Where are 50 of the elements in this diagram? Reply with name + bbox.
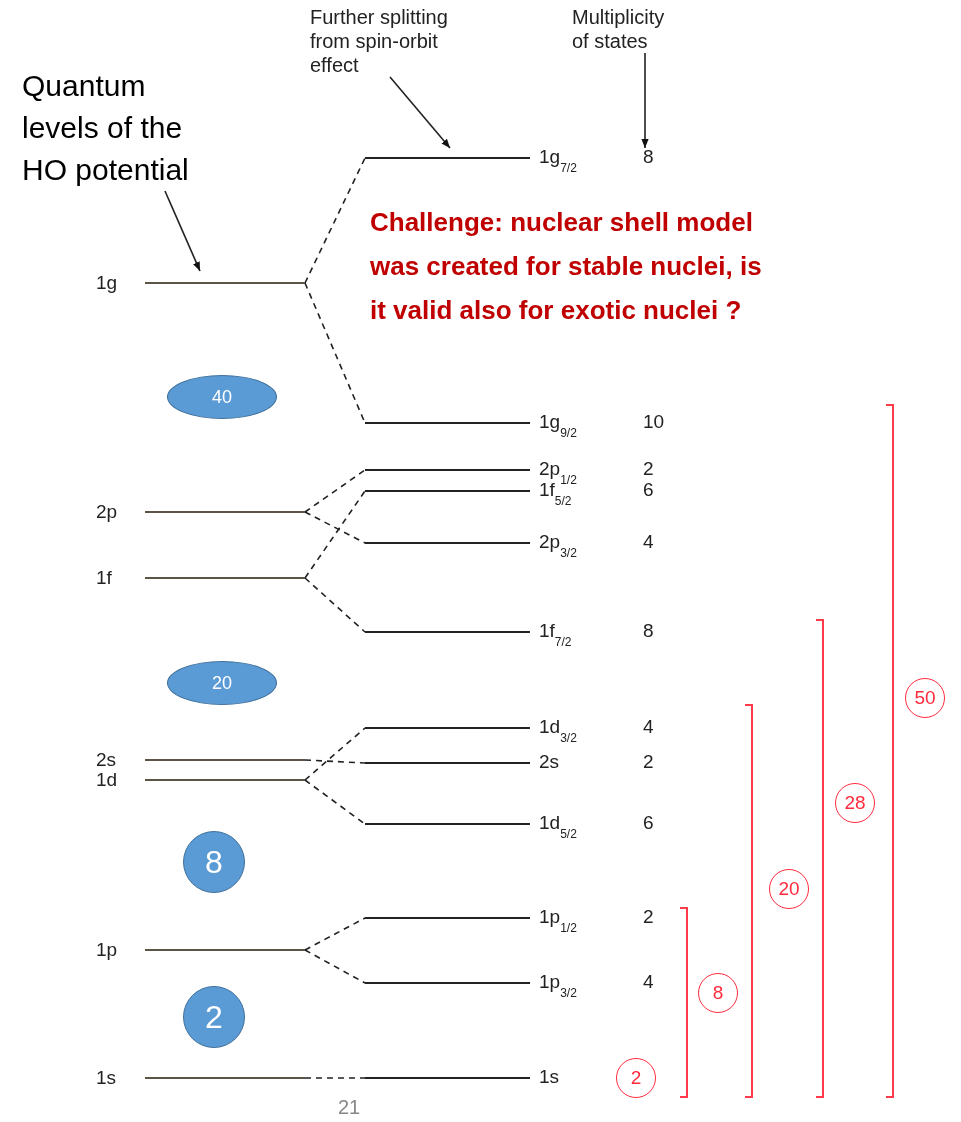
level-label: 1f — [96, 566, 112, 590]
level-label: 1s — [96, 1066, 117, 1090]
dashed-connector — [304, 727, 366, 781]
level-label: 1d$_{5/2}$ — [539, 812, 577, 837]
level-label: 1d$_{3/2}$ — [539, 716, 577, 741]
arrow — [641, 52, 649, 149]
arrow — [389, 76, 451, 149]
level-label: 1s — [539, 1066, 560, 1088]
level-label: 2s — [539, 751, 560, 773]
annotation-text: Further splitting from spin-orbit effect — [310, 5, 480, 77]
multiplicity-value: 2 — [643, 906, 654, 928]
dashed-connector — [304, 1077, 366, 1079]
dashed-connector — [304, 511, 366, 544]
multiplicity-value: 2 — [643, 751, 654, 773]
multiplicity-value: 8 — [643, 146, 654, 168]
level-label: 1p — [96, 938, 118, 962]
level-label: 1g$_{9/2}$ — [539, 411, 577, 436]
level-label: 1g$_{7/2}$ — [539, 146, 577, 171]
multiplicity-value: 6 — [643, 479, 654, 501]
number-ellipse: 40 — [167, 375, 277, 419]
dashed-connector — [304, 759, 366, 764]
dashed-connector — [304, 949, 366, 984]
arrow — [164, 190, 201, 272]
multiplicity-value: 4 — [643, 716, 654, 738]
level-label: 2p$_{3/2}$ — [539, 531, 577, 556]
multiplicity-value: 10 — [643, 411, 665, 433]
multiplicity-value: 8 — [643, 620, 654, 642]
dashed-connector — [304, 917, 366, 951]
annotation-text: Multiplicity of states — [572, 5, 680, 53]
multiplicity-value: 4 — [643, 531, 654, 553]
annotation-text: Quantum levels of the HO potential — [22, 65, 220, 191]
level-label: 1p$_{3/2}$ — [539, 971, 577, 996]
number-ellipse: 20 — [167, 661, 277, 705]
number-ellipse: 8 — [183, 831, 245, 893]
multiplicity-value: 6 — [643, 812, 654, 834]
level-label: 1f$_{7/2}$ — [539, 620, 572, 645]
dashed-connector — [304, 577, 366, 633]
multiplicity-value: 2 — [643, 458, 654, 480]
multiplicity-value: 4 — [643, 971, 654, 993]
dashed-connector — [304, 469, 366, 513]
challenge-note: Challenge: nuclear shell model was created for stable nuclei, is it valid also for exotic nuclei ? — [370, 206, 763, 327]
level-label: 1p$_{1/2}$ — [539, 906, 577, 931]
page-number: 21 — [338, 1095, 361, 1119]
dashed-connector — [304, 490, 366, 579]
dashed-connector — [304, 779, 366, 825]
level-label: 2p — [96, 500, 118, 524]
level-label: 2p$_{1/2}$ — [539, 458, 577, 483]
number-ellipse: 2 — [183, 986, 245, 1048]
dashed-connector — [304, 157, 366, 284]
level-label: 1g — [96, 271, 118, 295]
